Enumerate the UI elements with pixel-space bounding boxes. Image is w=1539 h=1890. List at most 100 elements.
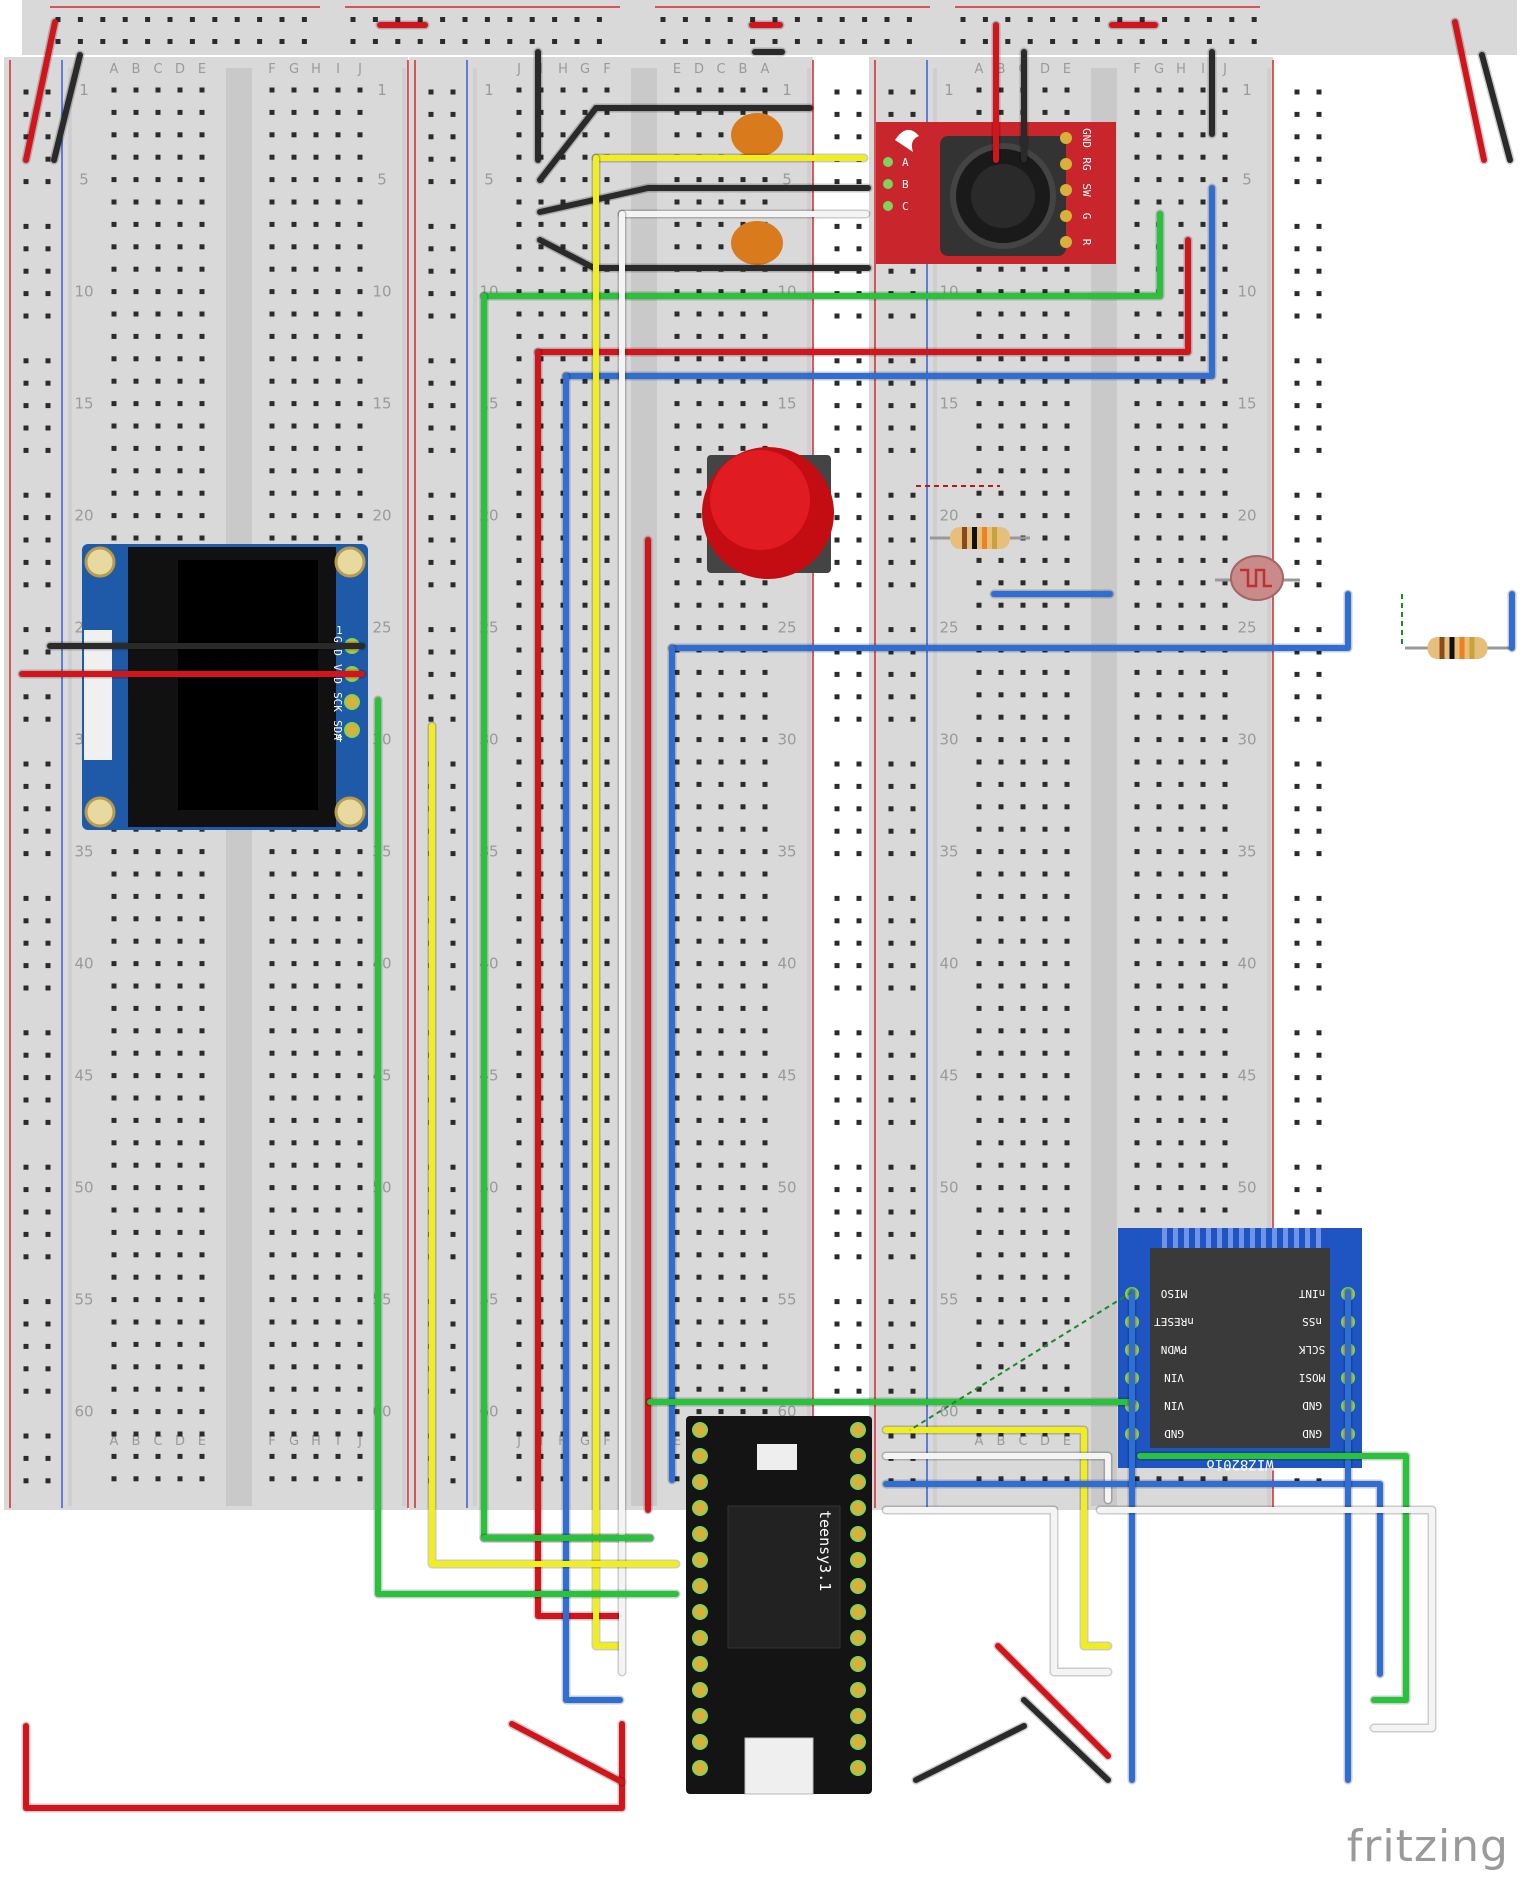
hole — [604, 893, 610, 899]
hole — [998, 669, 1004, 675]
rail-hole — [1316, 425, 1322, 431]
hole — [696, 1185, 702, 1191]
hole — [1156, 423, 1162, 429]
hole — [1064, 871, 1070, 877]
rail-hole — [1316, 111, 1322, 117]
hole — [740, 1319, 746, 1325]
hole — [111, 1028, 117, 1034]
hole — [582, 535, 588, 541]
hole — [696, 401, 702, 407]
rail-hole — [834, 425, 840, 431]
rail-hole — [23, 1209, 29, 1215]
hole — [516, 714, 522, 720]
top-rail-hole — [1184, 39, 1190, 44]
hole — [762, 1252, 768, 1258]
rail-hole — [834, 582, 840, 588]
hole — [269, 916, 275, 922]
hole — [111, 266, 117, 272]
rail-hole — [450, 313, 456, 319]
rail-hole — [888, 1187, 894, 1193]
rail-hole — [428, 559, 434, 565]
hole — [1042, 759, 1048, 765]
hole — [604, 1162, 610, 1168]
rail-hole — [23, 134, 29, 140]
hole — [1200, 87, 1206, 93]
hole — [582, 826, 588, 832]
teensy-pin — [850, 1604, 866, 1620]
rail-hole — [1316, 1478, 1322, 1484]
hole — [177, 401, 183, 407]
hole — [1020, 423, 1026, 429]
hole — [133, 266, 139, 272]
hole — [998, 849, 1004, 855]
hole — [357, 1073, 363, 1079]
hole — [335, 916, 341, 922]
top-rail-hole — [682, 17, 688, 22]
hole — [604, 378, 610, 384]
hole — [1222, 1207, 1228, 1213]
rail-hole — [856, 223, 862, 229]
rail-hole — [450, 828, 456, 834]
hole — [740, 781, 746, 787]
hole — [1020, 378, 1026, 384]
hole — [516, 1297, 522, 1303]
hole — [1178, 468, 1184, 474]
hole — [155, 356, 161, 362]
hole — [133, 1229, 139, 1235]
teensy-pin — [850, 1526, 866, 1542]
rail-hole — [45, 111, 51, 117]
hole — [976, 87, 982, 93]
top-rail-hole — [234, 39, 240, 44]
sparkfun-flame-icon — [895, 129, 919, 152]
hole — [1200, 333, 1206, 339]
hole — [674, 804, 680, 810]
rail-hole — [1294, 537, 1300, 543]
hole — [696, 1364, 702, 1370]
hole — [1222, 378, 1228, 384]
hole — [269, 445, 275, 451]
hole — [1020, 401, 1026, 407]
rail-hole — [450, 1187, 456, 1193]
antenna-trace — [1217, 1228, 1222, 1248]
hole — [740, 1005, 746, 1011]
hole — [976, 849, 982, 855]
hole — [998, 759, 1004, 765]
rail-hole — [888, 1209, 894, 1215]
rail-hole — [888, 1030, 894, 1036]
hole — [998, 1252, 1004, 1258]
hole — [976, 781, 982, 787]
hole — [177, 356, 183, 362]
hole — [1020, 916, 1026, 922]
hole — [133, 1386, 139, 1392]
hole — [1222, 468, 1228, 474]
hole — [718, 849, 724, 855]
hole — [740, 1341, 746, 1347]
rail-hole — [834, 179, 840, 185]
rail-hole — [834, 694, 840, 700]
teensy-label: teensy3.1 — [816, 1510, 834, 1591]
top-rail-hole — [189, 39, 195, 44]
column-letter: D — [1040, 62, 1050, 77]
hole — [155, 333, 161, 339]
hole — [155, 311, 161, 317]
hole — [335, 109, 341, 115]
hole — [976, 1050, 982, 1056]
hole — [291, 1252, 297, 1258]
hole — [1200, 199, 1206, 205]
hole — [998, 1050, 1004, 1056]
hole — [313, 1252, 319, 1258]
hole — [269, 938, 275, 944]
hole — [1020, 1274, 1026, 1280]
hole — [1064, 1095, 1070, 1101]
hole — [1178, 109, 1184, 115]
hole — [1134, 714, 1140, 720]
rail-hole — [45, 313, 51, 319]
hole — [357, 849, 363, 855]
hole — [177, 1162, 183, 1168]
hole — [199, 983, 205, 989]
hole — [1200, 177, 1206, 183]
rail-hole — [856, 313, 862, 319]
hole — [718, 938, 724, 944]
rail-hole — [450, 1097, 456, 1103]
hole — [604, 580, 610, 586]
